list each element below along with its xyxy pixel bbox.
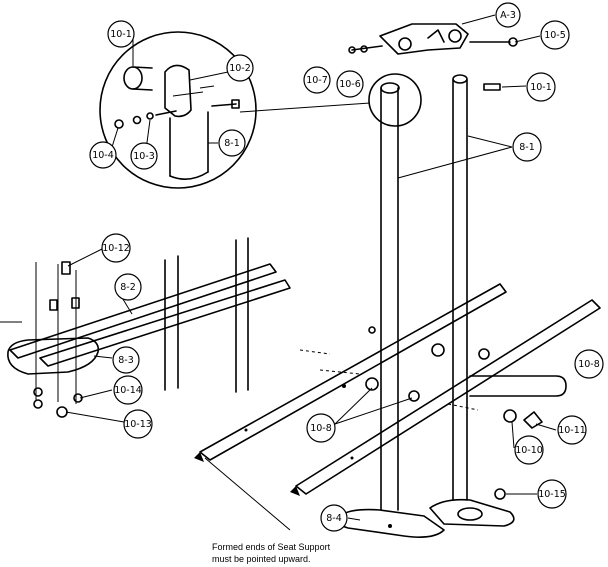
detail-pointer-line [239,102,371,113]
pin-10-1 [483,83,501,91]
label-10-2-text: 10-2 [229,63,251,74]
label-10-6-text: 10-6 [339,79,361,90]
part-labels: A-3 10-5 10-7 10-6 10-1 8-1 10-1 10-2 [89,2,604,532]
label-8-4: 8-4 [320,504,348,532]
leader-lines [65,14,557,531]
label-10-14: 10-14 [113,375,143,405]
label-10-11: 10-11 [557,415,587,445]
label-8-4-text: 8-4 [326,513,342,524]
label-10-7: 10-7 [303,66,331,94]
label-10-12-text: 10-12 [102,243,130,254]
label-10-1-right-text: 10-1 [530,82,552,93]
label-10-3: 10-3 [130,142,158,170]
left-seat-assembly [0,237,291,418]
detail-callout-circle [368,73,422,127]
label-8-3-text: 8-3 [118,355,134,366]
note-line-2: must be pointed upward. [212,554,311,564]
seat-support-rails [194,283,601,496]
top-bracket-a3 [348,23,518,55]
label-10-15: 10-15 [537,479,567,509]
mid-hardware [299,326,567,429]
label-10-5: 10-5 [540,20,570,50]
label-10-8-left-text: 10-8 [310,423,332,434]
label-10-1-detail-text: 10-1 [110,29,132,40]
label-10-8-left: 10-8 [306,413,336,443]
label-10-11-text: 10-11 [558,425,586,436]
label-10-15-text: 10-15 [538,489,566,500]
label-a3: A-3 [495,2,521,28]
label-10-14-text: 10-14 [114,385,142,396]
label-10-3-text: 10-3 [133,151,155,162]
label-10-10-text: 10-10 [515,445,543,456]
label-10-6: 10-6 [336,70,364,98]
label-10-13: 10-13 [123,409,153,439]
note-line-1: Formed ends of Seat Support [212,542,331,552]
label-a3-text: A-3 [500,10,516,21]
label-8-2-text: 8-2 [120,282,136,293]
label-8-1: 8-1 [512,132,542,162]
label-8-3: 8-3 [112,346,140,374]
label-10-4: 10-4 [89,141,117,169]
label-10-13-text: 10-13 [124,419,152,430]
label-10-5-text: 10-5 [544,30,566,41]
label-8-1-detail: 8-1 [218,129,246,157]
label-8-2: 8-2 [114,273,142,301]
label-8-1-detail-text: 8-1 [224,138,240,149]
label-10-12: 10-12 [101,233,131,263]
label-10-10: 10-10 [514,435,544,465]
label-10-8-right-text: 10-8 [578,359,600,370]
label-8-1-text: 8-1 [519,142,535,153]
detail-circle [99,31,257,189]
label-10-1-right: 10-1 [526,72,556,102]
label-10-1-detail: 10-1 [107,20,135,48]
label-10-8-right: 10-8 [574,349,604,379]
feet-8-4 [337,488,515,538]
label-10-2: 10-2 [226,54,254,82]
label-10-7-text: 10-7 [306,75,328,86]
upright-tubes [380,74,468,511]
label-10-4-text: 10-4 [92,150,114,161]
